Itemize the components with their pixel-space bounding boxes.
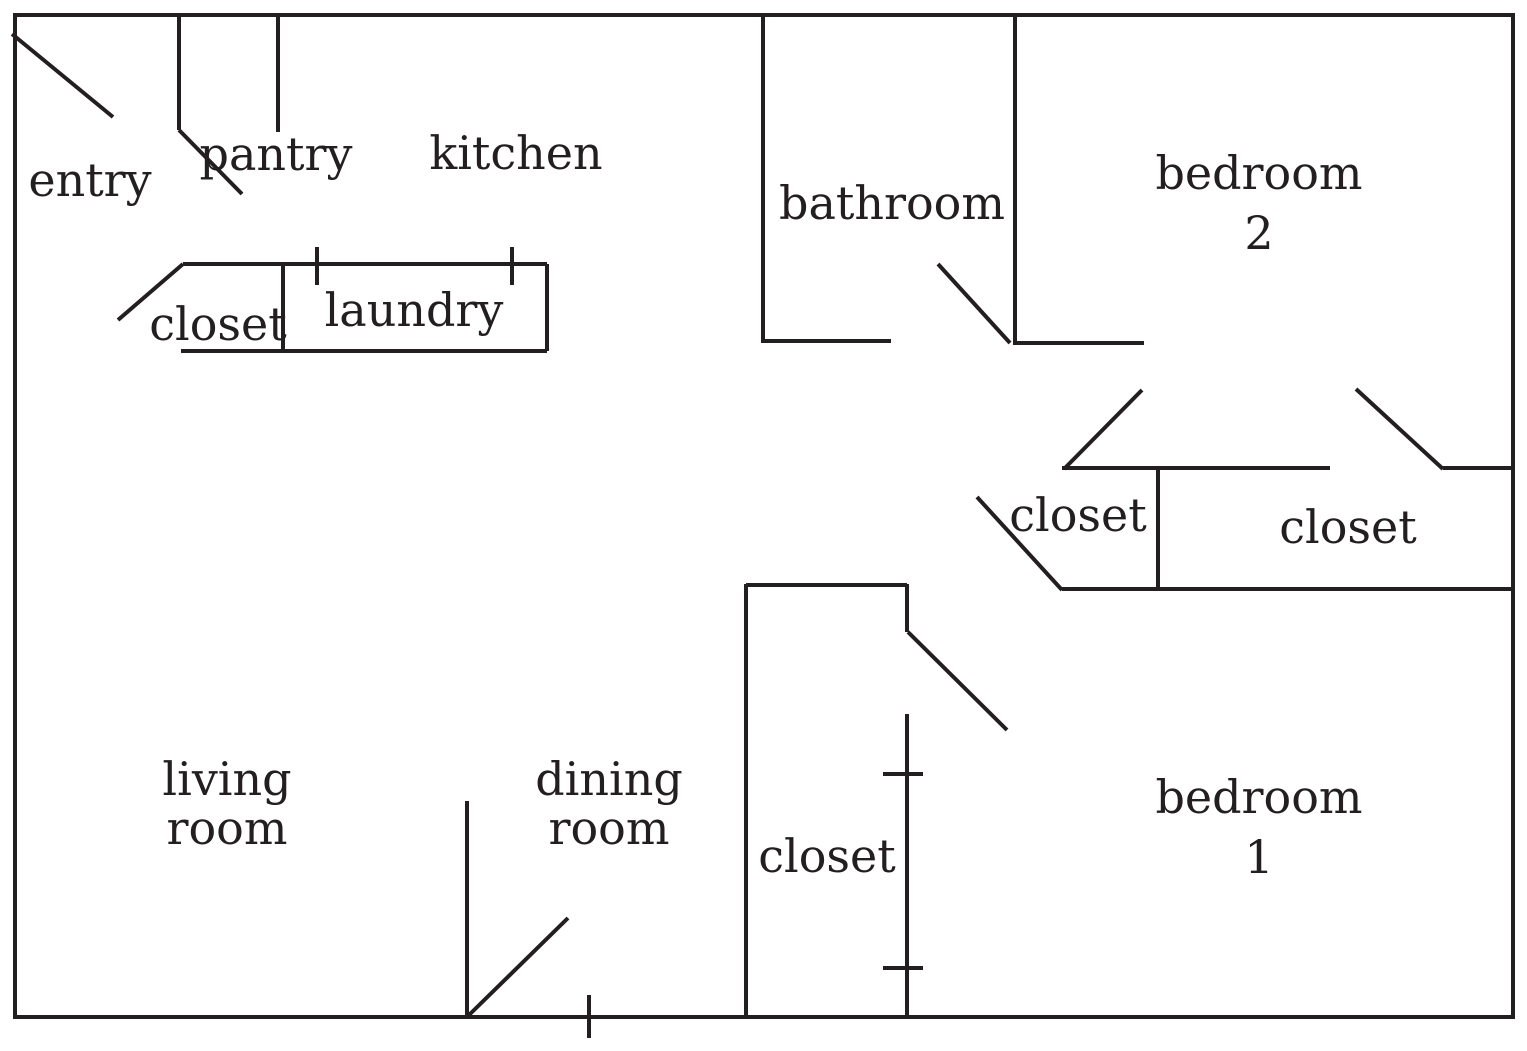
bathroom-door [936, 262, 1012, 345]
label-bedroom1-line2: 1 [1244, 830, 1273, 884]
label-hall-closet: closet [149, 297, 287, 351]
walls [10, 13, 1515, 1038]
dining-door [467, 916, 570, 1017]
label-kitchen: kitchen [429, 126, 602, 180]
label-entry: entry [28, 153, 151, 207]
label-pantry: pantry [200, 127, 353, 181]
label-bedroom1-line1: bedroom [1155, 770, 1362, 824]
label-laundry: laundry [325, 283, 504, 337]
room-labels: entry pantry kitchen bathroom bedroom 2 … [28, 126, 1417, 884]
closet-door-diagonal [975, 495, 1064, 592]
label-bedroom2-closet-right: closet [1279, 500, 1417, 554]
label-bedroom2-line1: bedroom [1155, 146, 1362, 200]
bedroom2-closet-door-right [1354, 387, 1445, 471]
bedroom2-closet-door-left [1062, 388, 1144, 471]
label-dining-room-line2: room [549, 801, 670, 855]
pantry-door [177, 128, 244, 196]
bedroom1-door [906, 630, 1009, 732]
label-living-room-line2: room [167, 801, 288, 855]
label-bathroom: bathroom [779, 176, 1005, 230]
label-bedroom2-line2: 2 [1244, 206, 1273, 260]
label-dining-room-line1: dining [535, 752, 683, 806]
label-living-room-line1: living [162, 752, 291, 806]
entry-door [10, 32, 115, 119]
label-bedroom1-closet: closet [758, 829, 896, 883]
label-bedroom2-closet-left: closet [1009, 488, 1147, 542]
hall-closet-door [116, 262, 185, 322]
